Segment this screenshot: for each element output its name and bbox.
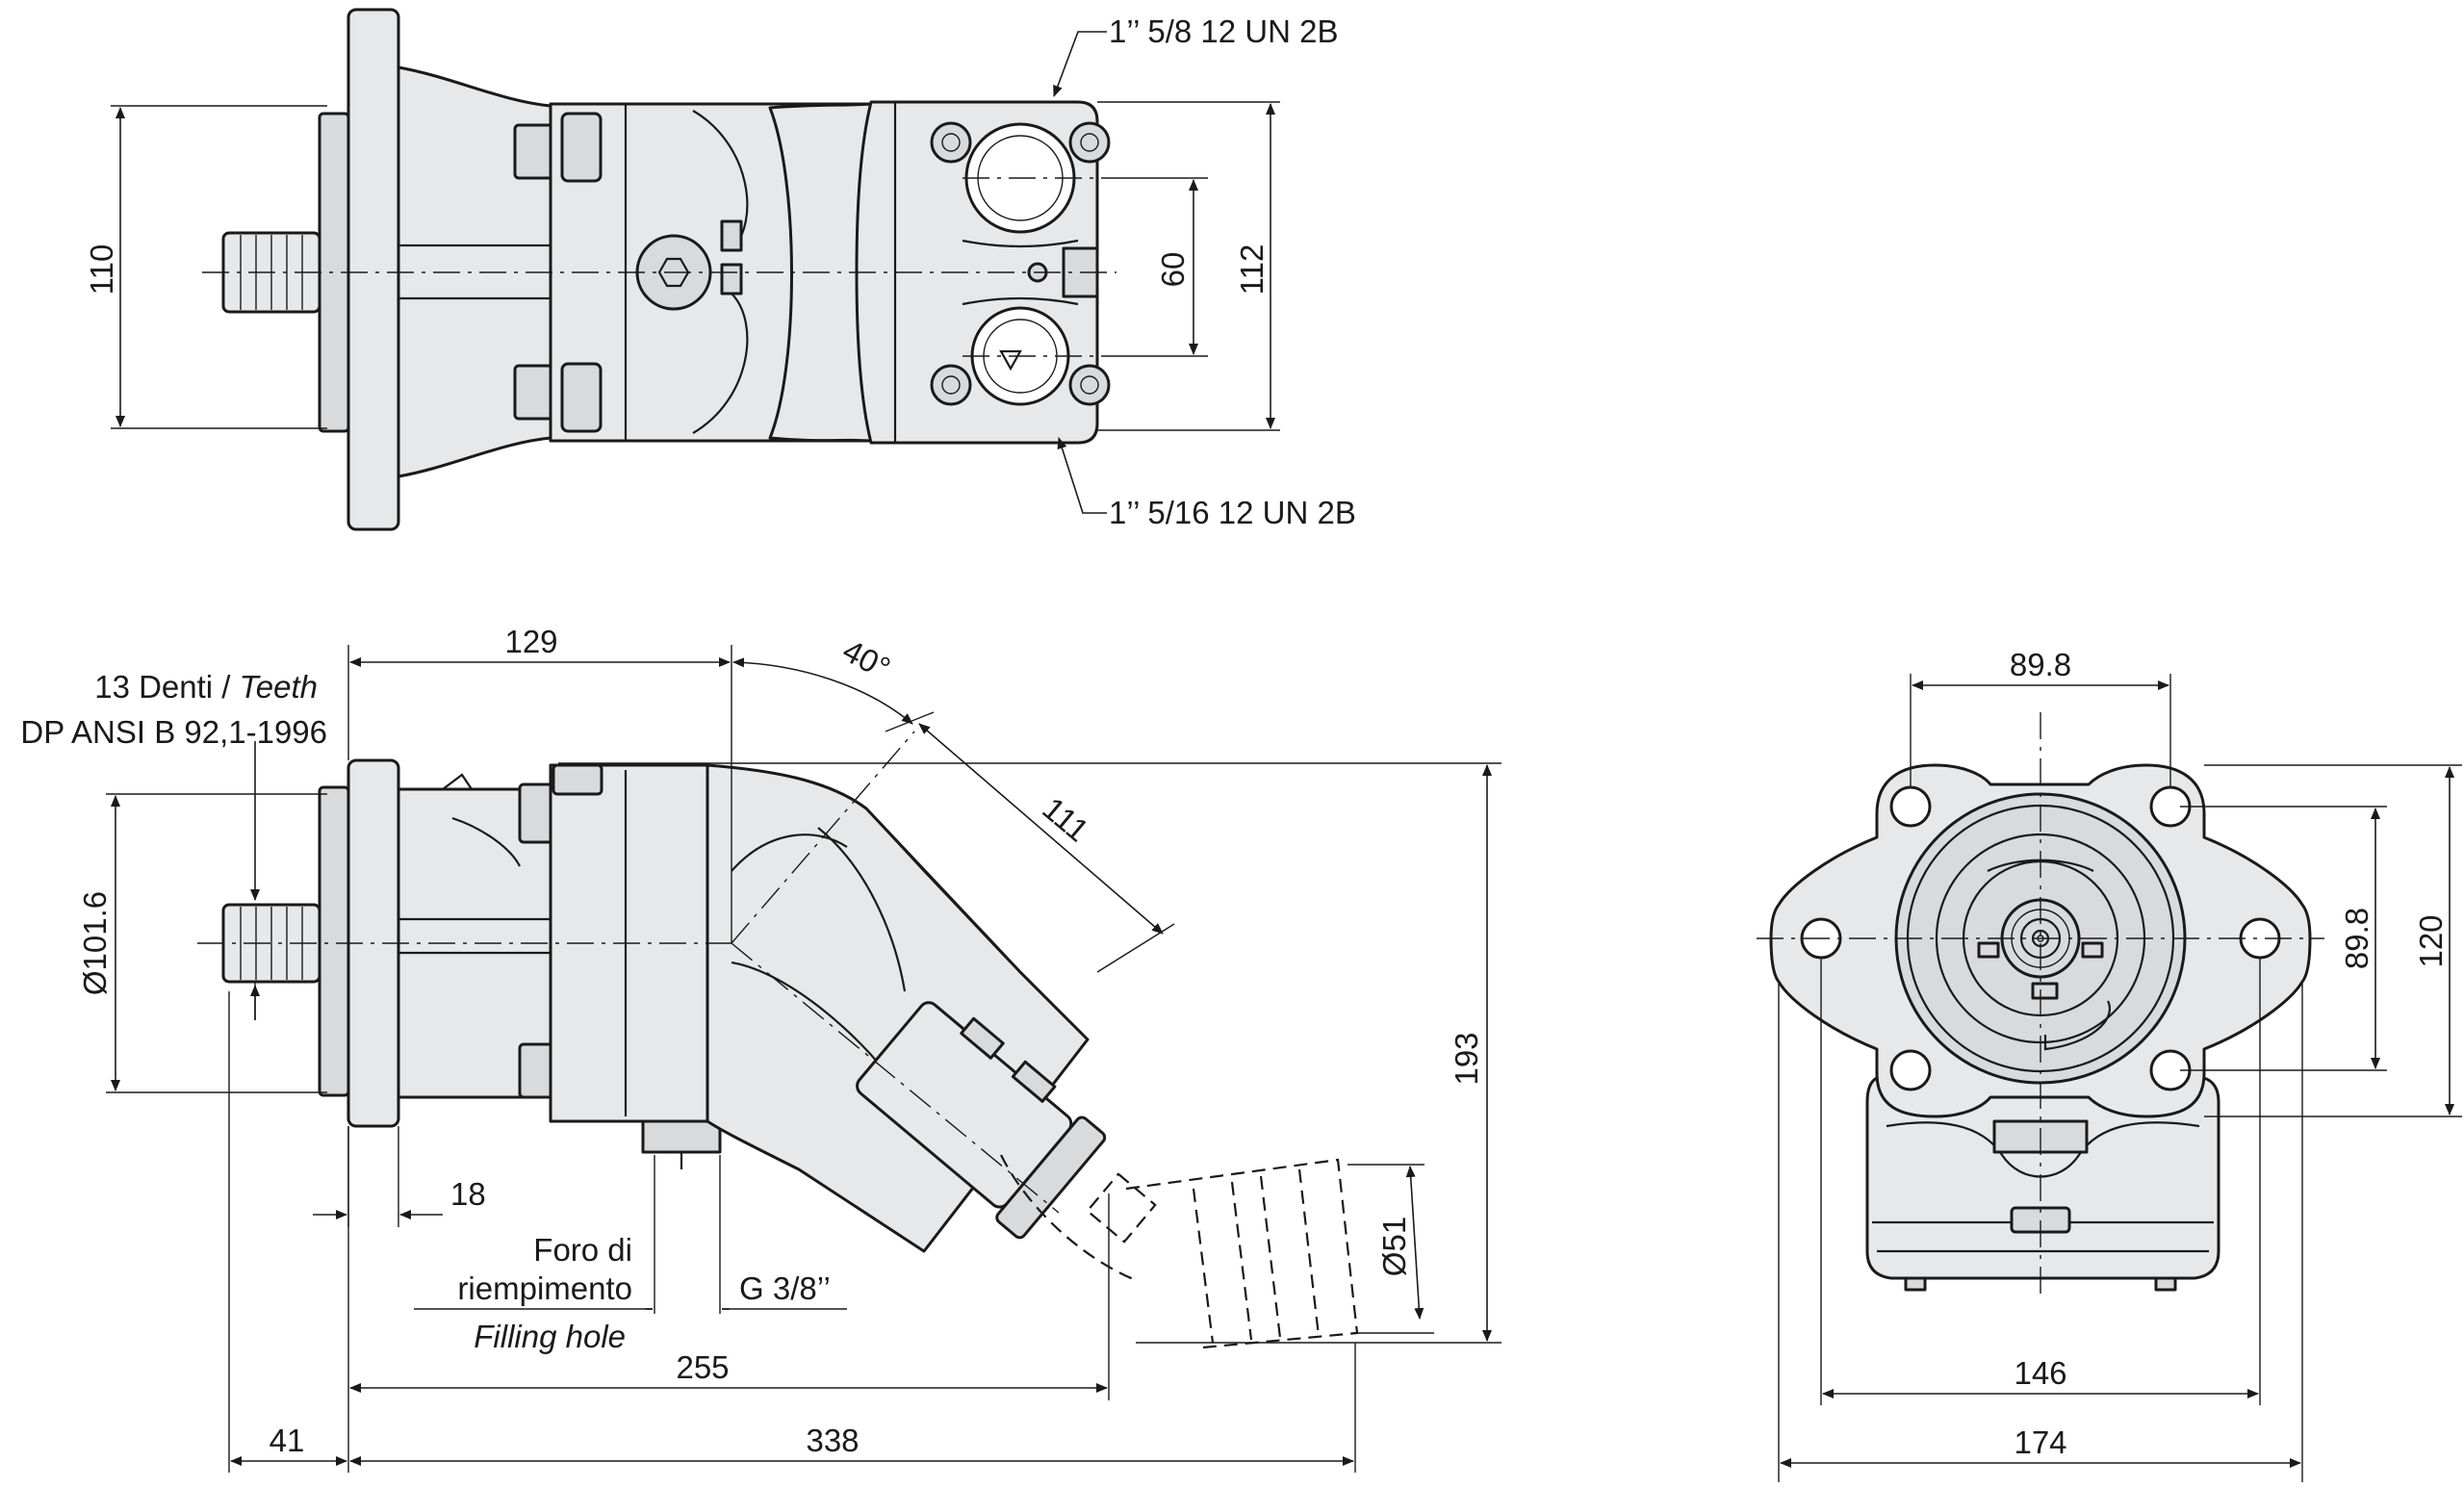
dim-side-338: 338 bbox=[806, 1423, 859, 1458]
dim-front-146: 146 bbox=[2014, 1355, 2066, 1391]
label-port-lower: 1’’ 5/16 12 UN 2B bbox=[1109, 495, 1356, 530]
label-fill-3: Filling hole bbox=[474, 1319, 626, 1354]
dim-side-18: 18 bbox=[450, 1176, 486, 1212]
dim-side-angle: 40° bbox=[837, 632, 896, 686]
label-fill-1: Foro di bbox=[533, 1232, 632, 1268]
dim-side-41: 41 bbox=[270, 1423, 305, 1458]
dim-side-dia51: Ø51 bbox=[1376, 1217, 1412, 1276]
dim-side-255: 255 bbox=[676, 1349, 729, 1385]
dim-front-898-right: 89.8 bbox=[2339, 908, 2374, 969]
dim-top-60: 60 bbox=[1155, 252, 1191, 288]
top-flange bbox=[346, 8, 400, 531]
side-hose bbox=[1125, 1158, 1359, 1349]
side-view: 129 40° 111 Ø101.6 13 Denti / Teeth DP A… bbox=[20, 624, 1502, 1473]
dim-side-111: 111 bbox=[1036, 790, 1095, 849]
label-teeth-line2: DP ANSI B 92,1-1996 bbox=[20, 714, 327, 750]
dim-side-193: 193 bbox=[1449, 1032, 1484, 1085]
front-lower-housing bbox=[1865, 1076, 2220, 1280]
label-fill-2: riempimento bbox=[457, 1270, 632, 1306]
dim-front-174: 174 bbox=[2014, 1424, 2066, 1460]
dim-top-110: 110 bbox=[84, 244, 119, 295]
label-teeth-b: Teeth bbox=[240, 669, 318, 705]
dim-side-dia: Ø101.6 bbox=[77, 891, 113, 995]
dim-front-120: 120 bbox=[2413, 914, 2449, 967]
label-teeth-a: 13 Denti / bbox=[94, 669, 239, 705]
front-view: 89.8 89.8 120 146 174 bbox=[1757, 647, 2462, 1482]
top-view: 110 60 112 1’’ 5/8 12 UN 2B 1’’ 5/16 12 … bbox=[84, 8, 1356, 531]
dim-front-898-top: 89.8 bbox=[2010, 647, 2071, 682]
dim-side-129: 129 bbox=[504, 624, 557, 659]
dim-top-112: 112 bbox=[1234, 244, 1270, 295]
label-thread: G 3/8’’ bbox=[739, 1270, 831, 1306]
label-teeth-line1: 13 Denti / Teeth bbox=[94, 669, 318, 705]
label-port-upper: 1’’ 5/8 12 UN 2B bbox=[1109, 13, 1338, 49]
